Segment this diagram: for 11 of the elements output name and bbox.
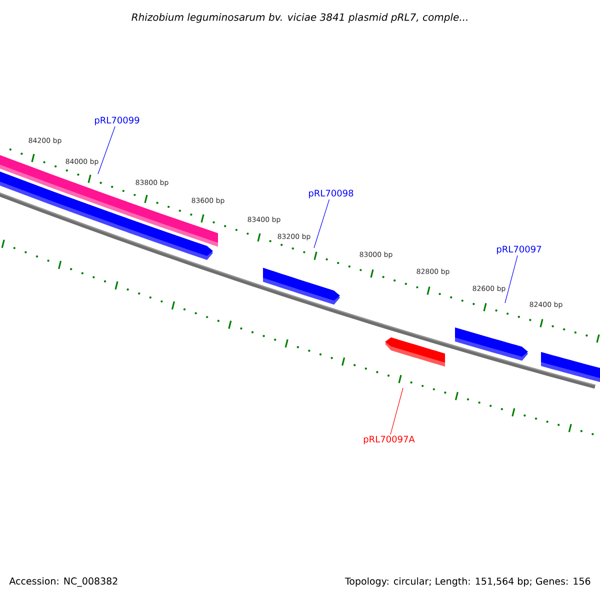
title: Rhizobium leguminosarum bv. viciae 3841 plasmid pRL7, comple... — [132, 13, 468, 23]
leader-line — [98, 126, 116, 174]
topology-text: Topology: circular; Length: 151,564 bp; Genes: 156 — [344, 577, 590, 587]
gene-label: pRL70099 — [95, 116, 140, 126]
gene-label: pRL70097A — [364, 436, 415, 444]
accession-text: Accession: NC_008382 — [9, 577, 118, 587]
leader-line — [504, 255, 518, 304]
gene-label: pRL70098 — [309, 190, 354, 198]
gene-label: pRL70097 — [497, 246, 542, 254]
leader-line — [314, 199, 330, 248]
leader-line — [390, 388, 404, 435]
